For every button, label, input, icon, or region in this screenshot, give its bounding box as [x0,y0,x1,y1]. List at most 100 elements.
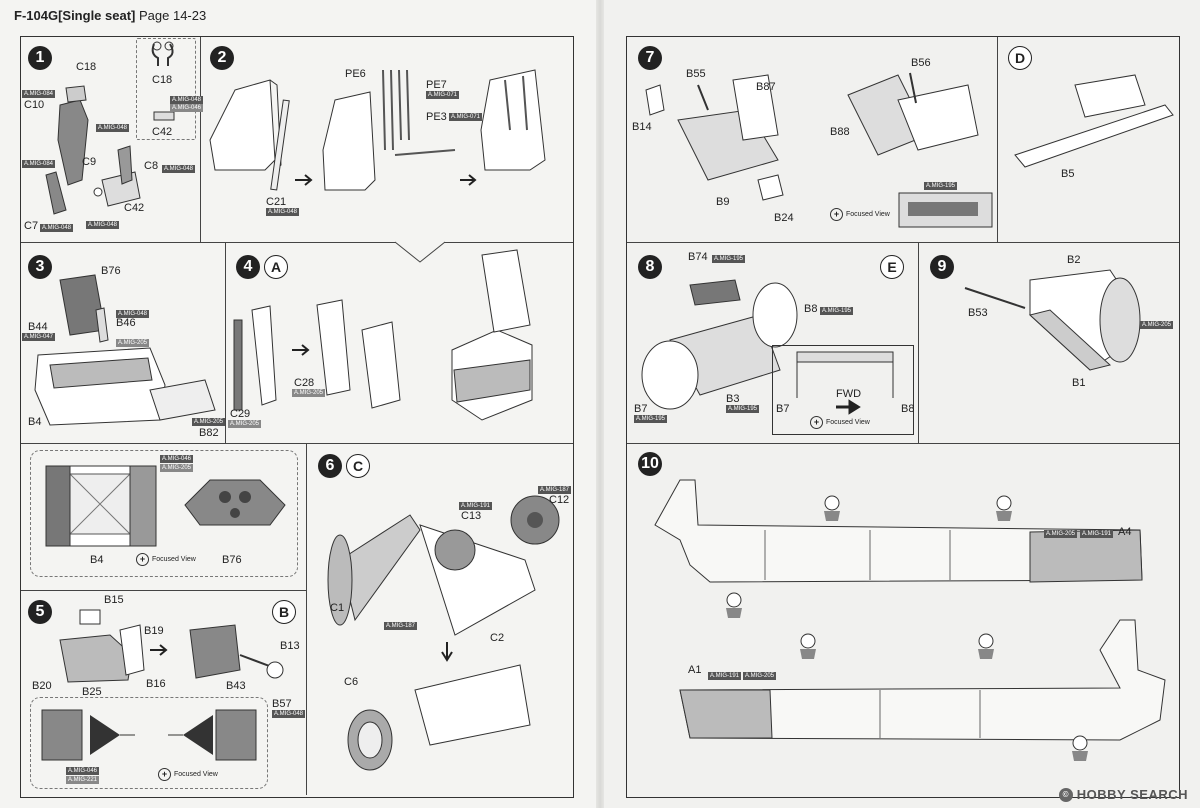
page-header: F-104G[Single seat] Page 14-23 [14,8,206,23]
step-e-detail-box [772,345,914,435]
label-pe3: PE3 [426,111,447,123]
exhaust-nozzle-step6 [327,495,560,771]
step-4-number: 4 [236,255,260,279]
label-b4: B4 [28,416,42,428]
paint-tag: A.MIG-205 [228,420,262,428]
label-b76-focus: B76 [222,554,242,566]
paint-tag: A.MIG-205 [1044,530,1078,538]
bulkhead-detail [796,351,894,398]
divider [200,37,201,242]
sub-step-d: D [1008,46,1032,70]
label-c13: C13 [461,510,482,522]
step-1-number: 1 [28,46,52,70]
paint-detail-box [136,38,196,140]
forward-arrow-icon [836,399,861,415]
label-pe7: PE7 [426,79,447,91]
paint-tag: A.MIG-205 [192,418,226,426]
paint-tag: A.MIG-195 [634,415,668,423]
step-9-number: 9 [930,255,954,279]
paint-legend: A.MIG-205 [160,464,194,472]
cockpit-tub-step3 [34,274,216,426]
label-b56: B56 [911,57,931,69]
paint-legend: A.MIG-221 [66,776,100,784]
label-b7-detail: B7 [776,403,790,415]
label-b55: B55 [686,68,706,80]
paint-tag: A.MIG-187 [538,486,572,494]
sub-step-c: C [346,454,370,478]
zoom-icon: + [158,768,171,781]
page-fold [596,0,604,808]
label-c29: C29 [230,408,251,420]
paint-tag: A.MIG-205 [292,389,326,397]
label-a1: A1 [688,664,702,676]
label-b20: B20 [32,680,52,692]
label-b4-focus: B4 [90,554,104,566]
divider [918,243,919,443]
gear-door-step-d [1014,74,1174,168]
paint-tag: A.MIG-048 [162,165,196,173]
label-c42-detail: C42 [152,126,173,138]
label-b3: B3 [726,393,740,405]
floor-panel-b4 [45,465,157,547]
focused-view-panel [30,450,298,577]
decal-icon [978,633,994,659]
label-b43: B43 [226,680,246,692]
paint-tag: A.MIG-191 [459,502,493,510]
divider [627,242,1179,243]
label-b46: B46 [116,317,136,329]
ejection-seat-step2 [209,69,546,191]
decal-icon [726,592,742,618]
label-c9: C9 [82,156,97,168]
seat-parts-step1 [45,85,141,215]
paint-tag: A.MIG-205 [116,339,150,347]
paint-tag: A.MIG-205 [1140,321,1174,329]
label-b19: B19 [144,625,164,637]
paint-tag: A.MIG-048 [116,310,150,318]
label-c12: C12 [549,494,570,506]
seat-rails-step4 [233,249,533,421]
model-title: F-104G[Single seat] [14,8,136,23]
canopy-frame-step8 [641,279,798,410]
label-c6: C6 [344,676,359,688]
divider [997,37,998,242]
focused-view-thumb [898,192,993,228]
label-b13: B13 [280,640,300,652]
step-3-number: 3 [28,255,52,279]
frame-notch [394,241,446,263]
label-b15: B15 [104,594,124,606]
label-b44: B44 [28,321,48,333]
fwd-label: FWD [836,388,862,400]
paint-tag: A.MIG-048 [96,124,130,132]
paint-tag: A.MIG-187 [384,622,418,630]
step-8-number: 8 [638,255,662,279]
decal-icon [996,495,1012,521]
label-pe6: PE6 [345,68,366,80]
focused-view-label: +Focused View [136,553,196,566]
paint-tag: A.MIG-195 [924,182,958,190]
decal-icon [800,633,816,659]
paint-tag: A.MIG-048 [266,208,300,216]
focused-view-panel [30,697,268,789]
step-6-number: 6 [318,454,342,478]
sub-step-b: B [272,600,296,624]
label-b76: B76 [101,265,121,277]
sub-step-e: E [880,255,904,279]
label-b57: B57 [272,698,292,710]
label-c21: C21 [266,196,287,208]
paint-tag: A.MIG-084 [22,90,56,98]
decal-icon [1072,735,1088,761]
label-b82: B82 [199,427,219,439]
label-b5: B5 [1061,168,1075,180]
divider [627,443,1179,444]
label-c1: C1 [330,602,345,614]
label-c7: C7 [24,220,39,232]
zoom-icon: + [810,416,823,429]
label-b87: B87 [756,81,776,93]
divider [225,243,226,443]
decal-icon [824,495,840,521]
label-b53: B53 [968,307,988,319]
paint-tag: A.MIG-048 [272,710,306,718]
console-detail [41,709,257,761]
label-b8: B8 [804,303,818,315]
label-b1: B1 [1072,377,1086,389]
